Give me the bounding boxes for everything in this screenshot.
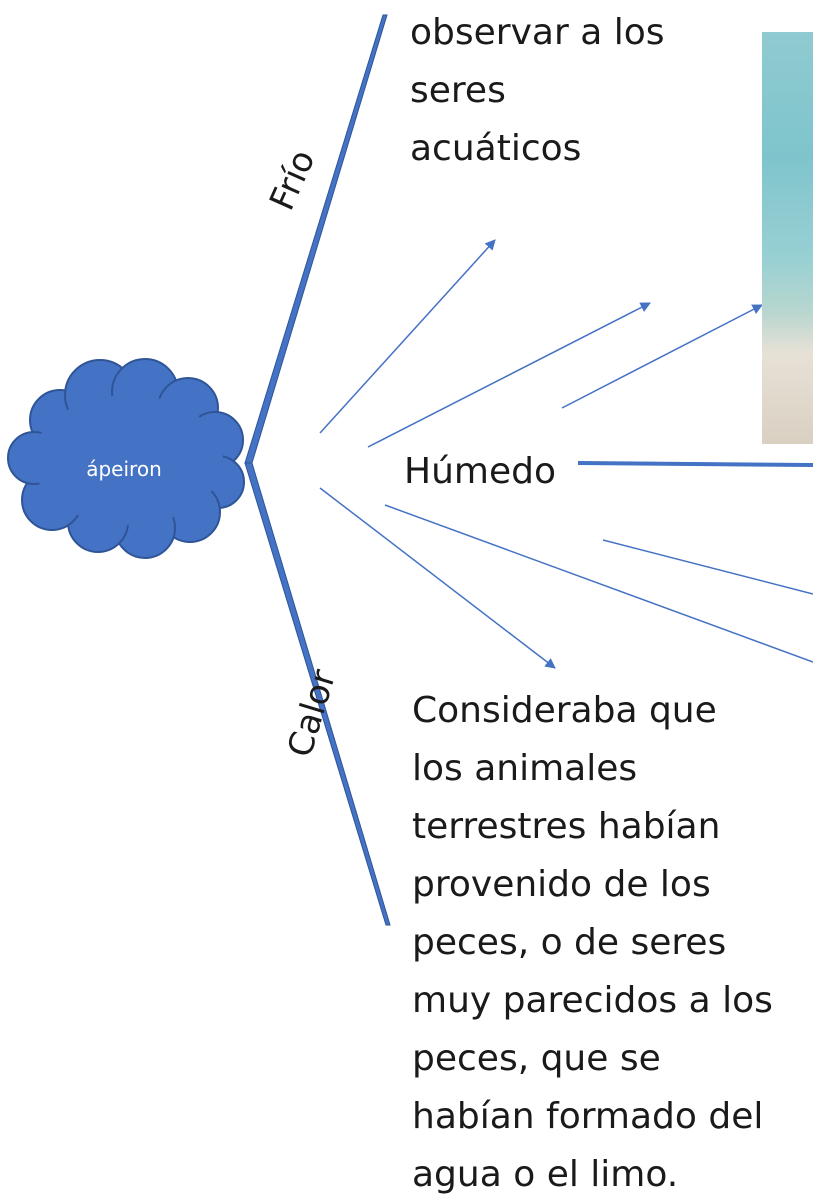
line-5	[384, 504, 813, 663]
aquatic-beings-text: observar a los seres acuáticos	[410, 12, 665, 169]
arrows-group	[319, 239, 813, 669]
hot-branch-line	[244, 462, 391, 926]
terrestrial-animals-text: Consideraba que los animales terrestres …	[412, 690, 773, 1195]
apeiron-cloud-shape	[7, 358, 245, 559]
arrow-3	[561, 304, 763, 409]
humid-branch-line	[577, 461, 813, 467]
arrow-1	[319, 239, 496, 434]
arrow-2	[367, 302, 651, 448]
sea-shore-photo	[762, 32, 813, 444]
apeiron-label: ápeiron	[86, 457, 162, 481]
line-6	[602, 539, 813, 595]
cold-branch-line	[244, 14, 388, 464]
arrow-4	[319, 487, 556, 669]
humid-branch-label: Húmedo	[404, 451, 556, 492]
